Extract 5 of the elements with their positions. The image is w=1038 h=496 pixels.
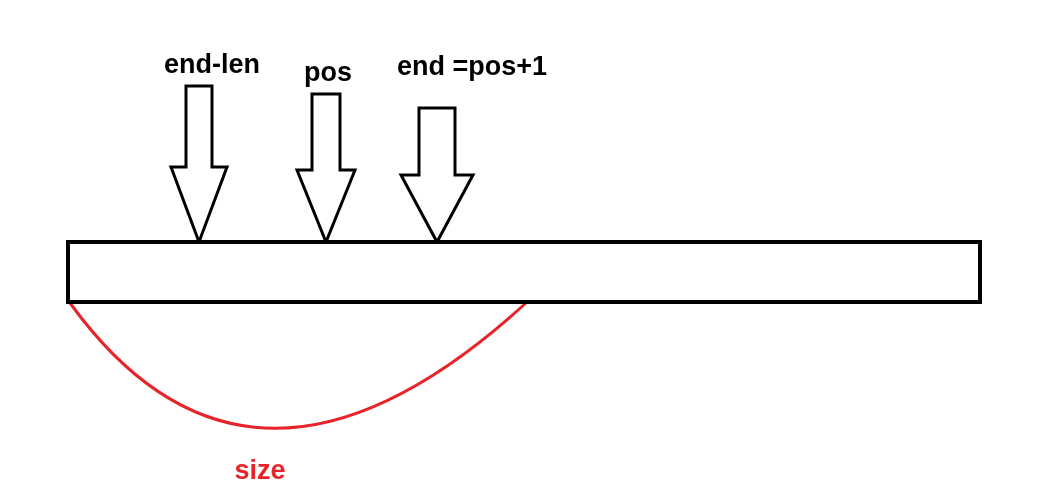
dimension-label: size — [234, 454, 286, 486]
pointer-label: pos — [304, 56, 352, 88]
buffer-bar — [66, 240, 982, 304]
pointer-label: end =pos+1 — [397, 50, 548, 82]
pointer-label: end-len — [164, 48, 260, 80]
